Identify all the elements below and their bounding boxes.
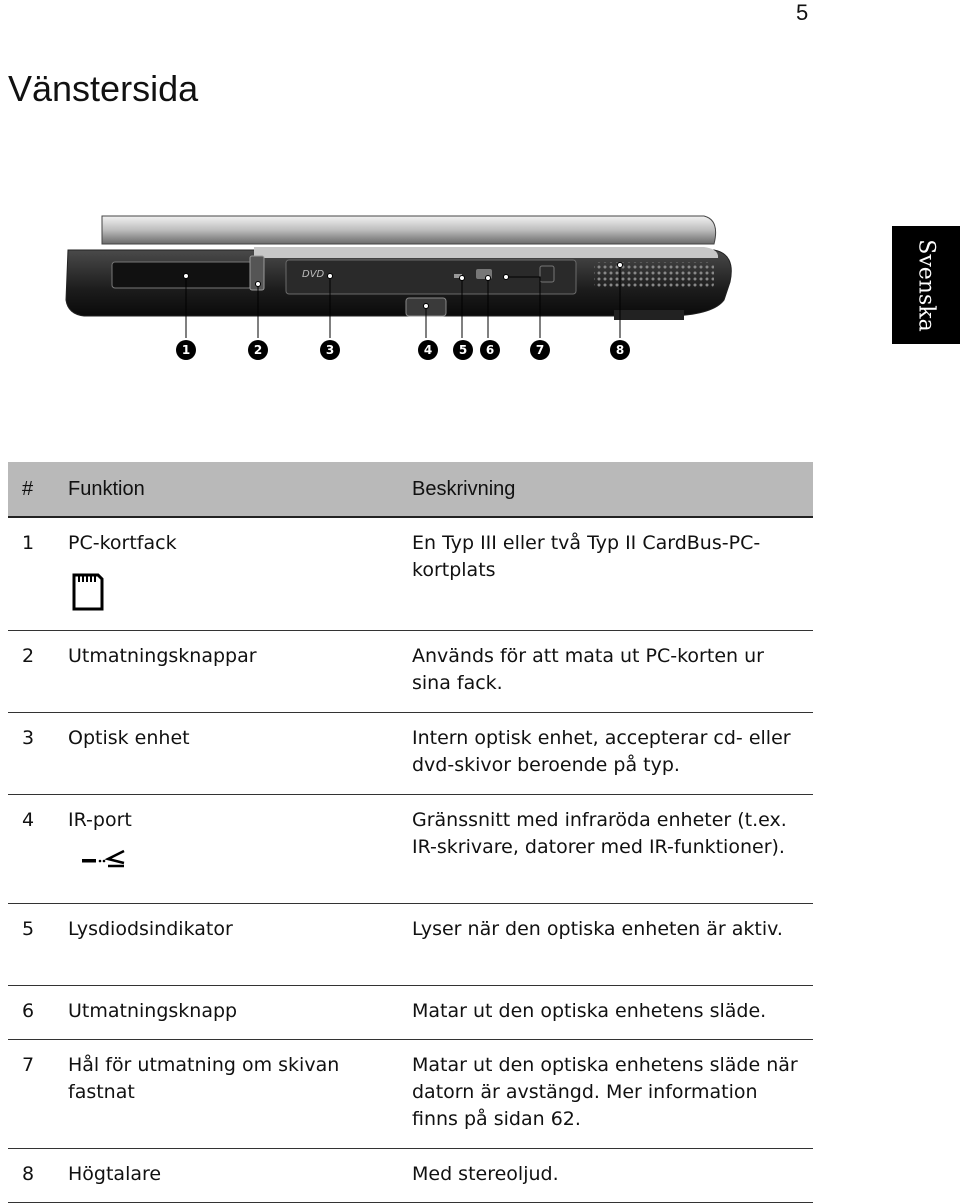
row-function: IR-port — [68, 809, 132, 831]
row-num: 6 — [22, 1000, 35, 1022]
row-num: 3 — [22, 727, 35, 749]
row-num: 1 — [22, 532, 35, 554]
row-description: Med stereoljud. — [412, 1163, 559, 1185]
language-tab-label: Svenska — [913, 238, 939, 332]
table-row: 6 Utmatningsknapp Matar ut den optiska e… — [8, 986, 813, 1040]
row-description: En Typ III eller två Typ II CardBus-PC-k… — [412, 532, 761, 581]
row-function: Utmatningsknappar — [68, 645, 257, 667]
callout-3: 3 — [326, 343, 334, 357]
page-title: Vänstersida — [8, 68, 199, 109]
row-num: 2 — [22, 645, 35, 667]
row-function: Hål för utmatning om skivan fastnat — [68, 1054, 340, 1103]
row-num: 8 — [22, 1163, 35, 1185]
table-row: 3 Optisk enhet Intern optisk enhet, acce… — [8, 713, 813, 795]
callout-7: 7 — [536, 343, 544, 357]
row-description: Intern optisk enhet, accepterar cd- elle… — [412, 727, 791, 776]
feature-table: # Funktion Beskrivning 1 PC-kortfack En … — [8, 462, 813, 1203]
row-num: 5 — [22, 918, 35, 940]
header-description: Beskrivning — [412, 477, 516, 500]
row-description: Lyser när den optiska enheten är aktiv. — [412, 918, 783, 940]
callout-8: 8 — [616, 343, 624, 357]
callout-4: 4 — [424, 343, 432, 357]
row-description: Matar ut den optiska enhetens släde. — [412, 1000, 767, 1022]
header-num: # — [22, 477, 34, 500]
row-num: 7 — [22, 1054, 35, 1076]
dvd-logo: DVD — [302, 269, 325, 280]
table-row: 4 IR-port Gränssnitt med infraröda enhet… — [8, 795, 813, 904]
infrared-icon — [82, 849, 125, 868]
row-function: Utmatningsknapp — [68, 1000, 238, 1022]
callout-6: 6 — [486, 343, 494, 357]
row-function: Optisk enhet — [68, 727, 190, 749]
row-description: Används för att mata ut PC-korten ur sin… — [412, 645, 764, 694]
table-row: 2 Utmatningsknappar Används för att mata… — [8, 631, 813, 713]
pc-card-icon — [72, 573, 104, 611]
callout-5: 5 — [459, 343, 467, 357]
page-number: 5 — [796, 0, 809, 25]
callout-badges: 1 2 3 4 5 6 7 8 — [176, 340, 630, 360]
language-tab: Svenska — [892, 226, 960, 344]
table-header: # Funktion Beskrivning — [8, 462, 813, 518]
callout-2: 2 — [254, 343, 262, 357]
header-function: Funktion — [68, 477, 145, 500]
row-description: Matar ut den optiska enhetens släde när … — [412, 1054, 798, 1130]
laptop-left-side-illustration: DVD 1 2 3 4 5 6 7 8 — [65, 215, 732, 360]
row-function: PC-kortfack — [68, 532, 177, 554]
row-function: Lysdiodsindikator — [68, 918, 233, 940]
table-row: 7 Hål för utmatning om skivan fastnat Ma… — [8, 1040, 813, 1149]
table-row: 1 PC-kortfack En Typ III eller två Typ I… — [8, 518, 813, 631]
row-function: Högtalare — [68, 1163, 162, 1185]
row-description: Gränssnitt med infraröda enheter (t.ex. … — [412, 809, 787, 858]
row-num: 4 — [22, 809, 35, 831]
callout-1: 1 — [182, 343, 190, 357]
table-row: 8 Högtalare Med stereoljud. — [8, 1149, 813, 1203]
table-row: 5 Lysdiodsindikator Lyser när den optisk… — [8, 904, 813, 986]
